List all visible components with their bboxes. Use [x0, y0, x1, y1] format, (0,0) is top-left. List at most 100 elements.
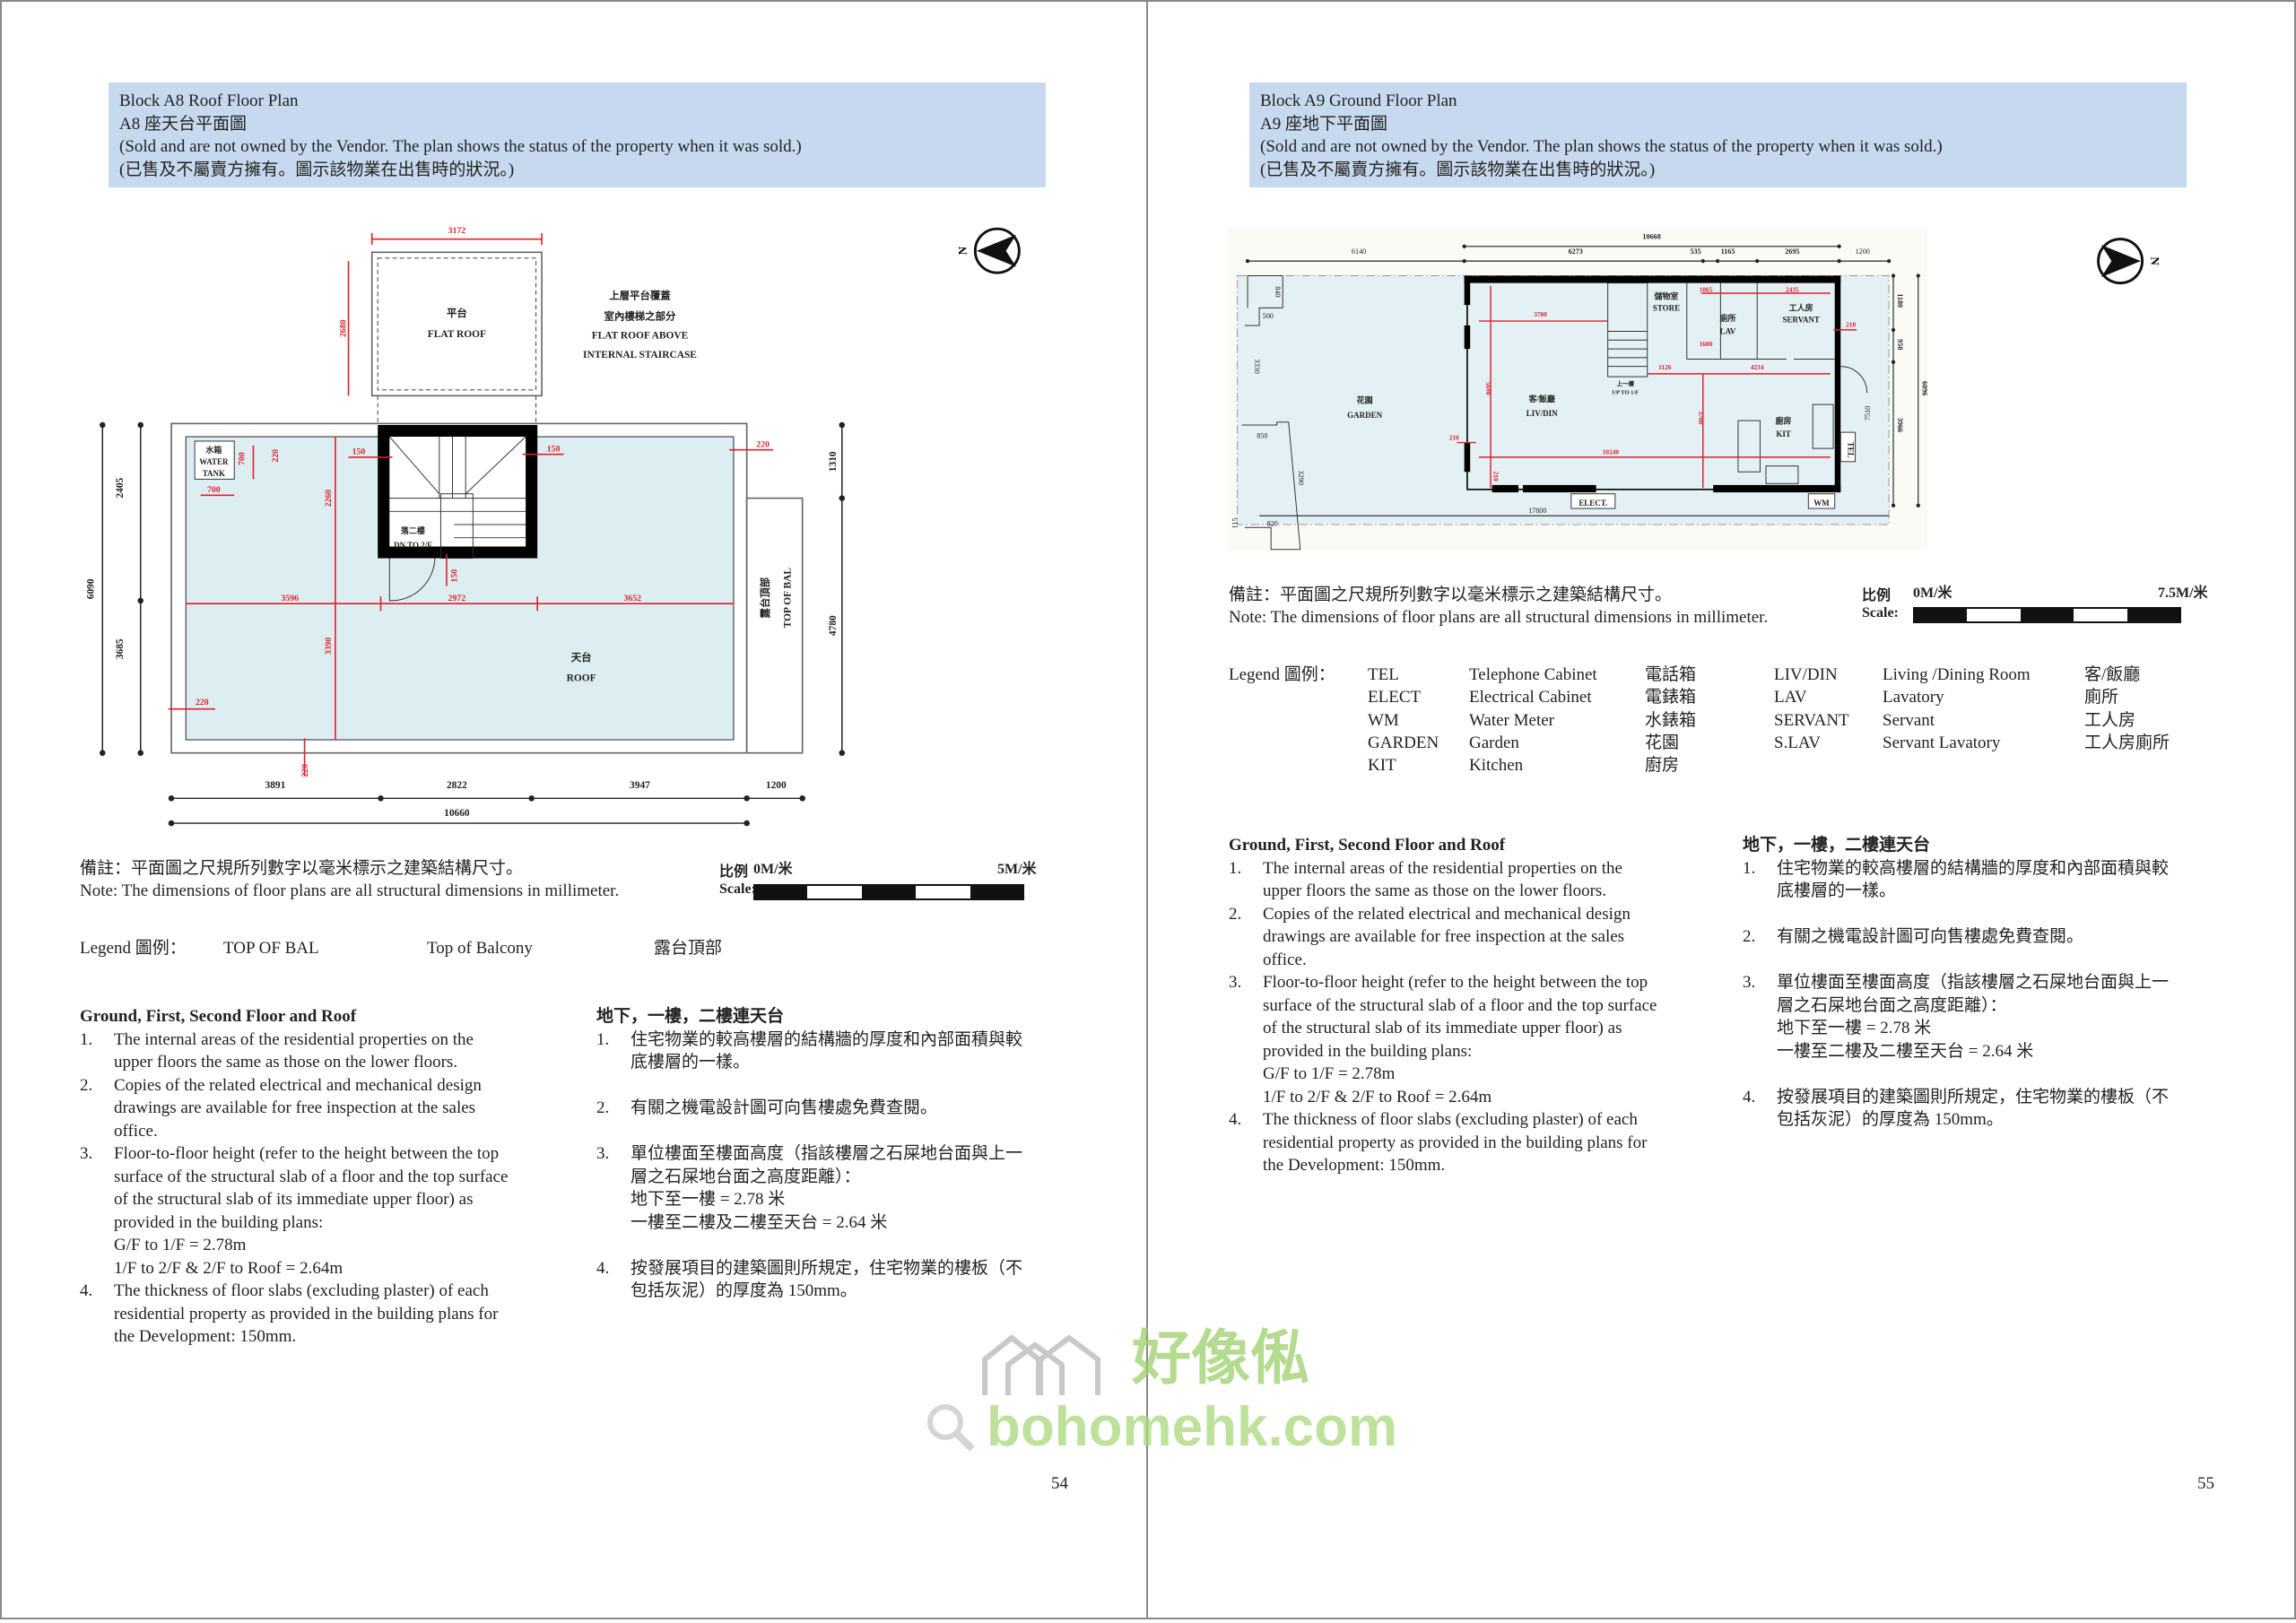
note-line: 層之石屎地台面之高度距離）： — [1777, 995, 2007, 1015]
legend-abbr: LIV/DIN — [1774, 665, 1838, 684]
note-line: 一樓至二樓及二樓至天台 = 2.64 米 — [631, 1212, 888, 1232]
note-number: 3. — [1743, 973, 1756, 992]
note-line: Floor-to-floor height (refer to the heig… — [114, 1144, 500, 1163]
legend-abbr: TEL — [1368, 665, 1399, 684]
note-line: 包括灰泥）的厚度為 150mm。 — [1777, 1110, 2004, 1129]
note-line: 按發展項目的建築圖則所規定，住宅物業的樓板（不 — [631, 1258, 1023, 1278]
sold-note-en: (Sold and are not owned by the Vendor. T… — [1260, 137, 1943, 156]
note-line: 住宅物業的較高樓層的結構牆的厚度和內部面積與較 — [1777, 858, 2170, 878]
note-line: 地下至一樓 = 2.78 米 — [631, 1190, 786, 1209]
note-item: 4. 按發展項目的建築圖則所規定，住宅物業的樓板（不包括灰泥）的厚度為 150mm… — [596, 1257, 1099, 1303]
note-line: 1/F to 2/F & 2/F to Roof = 2.64m — [114, 1258, 344, 1278]
legend-zh: 工人房 — [2084, 710, 2136, 730]
note-item: 3.Floor-to-floor height (refer to the he… — [80, 1142, 582, 1280]
watermark-domain: bohomehk.com — [987, 1396, 1398, 1458]
note-line: 單位樓面至樓面高度（指該樓層之石屎地台面與上一 — [1777, 973, 2170, 992]
legend-zh: 電錶箱 — [1645, 688, 1697, 707]
note-line: Floor-to-floor height (refer to the heig… — [1263, 973, 1648, 992]
note-number: 3. — [1229, 973, 1242, 992]
legend-abbr: WM — [1368, 710, 1399, 730]
note-line: provided in the building plans: — [114, 1212, 324, 1232]
legend-zh: 水錶箱 — [1645, 710, 1697, 730]
legend-abbr: TOP OF BAL — [223, 939, 319, 958]
note-number: 2. — [1743, 927, 1756, 946]
plan-title-zh: A9 座地下平面圖 — [1260, 114, 1387, 134]
scale-label-en: Scale: — [1862, 605, 1899, 621]
note-line: surface of the structural slab of a floo… — [1263, 995, 1657, 1015]
note-line: 地下至一樓 = 2.78 米 — [1777, 1019, 1932, 1037]
note-line: office. — [114, 1121, 158, 1141]
notes-heading: 地下，一樓，二樓連天台 — [596, 1007, 785, 1026]
note-line: surface of the structural slab of a floo… — [114, 1167, 509, 1186]
note-line: The internal areas of the residential pr… — [114, 1029, 474, 1049]
note-number: 1. — [596, 1029, 610, 1049]
legend-en: Kitchen — [1469, 756, 1524, 776]
sold-note-zh: (已售及不屬賣方擁有。圖示該物業在出售時的狀況。) — [119, 160, 515, 179]
note-line: The thickness of floor slabs (excluding … — [1263, 1110, 1638, 1129]
scale-bar — [1913, 607, 2181, 623]
note-line: 包括灰泥）的厚度為 150mm。 — [631, 1281, 857, 1300]
scale-end: 5M/米 — [997, 862, 1037, 877]
note-item: 1. The internal areas of the residential … — [80, 1028, 582, 1074]
note-line: of the structural slab of its immediate … — [114, 1190, 474, 1209]
note-number: 2. — [80, 1075, 93, 1095]
legend-abbr: KIT — [1368, 756, 1396, 776]
legend-abbr: GARDEN — [1368, 733, 1439, 752]
legend-abbr: ELECT — [1368, 688, 1422, 707]
dimension-note-en: Note: The dimensions of floor plans are … — [80, 881, 620, 900]
note-line: 住宅物業的較高樓層的結構牆的厚度和內部面積與較 — [631, 1029, 1023, 1049]
note-item: 1. 住宅物業的較高樓層的結構牆的厚度和內部面積與較底樓層的一樣。 — [596, 1028, 1099, 1074]
note-line: residential property as provided in the … — [1263, 1133, 1648, 1152]
legend-en: Water Meter — [1469, 710, 1554, 730]
note-item: 4.按發展項目的建築圖則所規定，住宅物業的樓板（不包括灰泥）的厚度為 150mm… — [1743, 1086, 2245, 1132]
legend-zh: 客/飯廳 — [2084, 665, 2141, 684]
note-line: 有關之機電設計圖可向售樓處免費查閱。 — [1777, 927, 2084, 946]
note-number: 3. — [596, 1144, 610, 1163]
legend-zh: 廚房 — [1645, 756, 1680, 776]
note-number: 4. — [596, 1258, 610, 1278]
note-line: residential property as provided in the … — [114, 1304, 499, 1324]
plan-title-en: Block A8 Roof Floor Plan — [119, 91, 299, 110]
note-number: 4. — [1743, 1087, 1756, 1107]
note-item: 2.有關之機電設計圖可向售樓處免費查閱。 — [596, 1097, 1099, 1120]
note-number: 4. — [1229, 1110, 1242, 1129]
scale-start: 0M/米 — [1913, 586, 1952, 601]
note-line: 有關之機電設計圖可向售樓處免費查閱。 — [631, 1098, 938, 1117]
note-line: 一樓至二樓及二樓至天台 = 2.64 米 — [1777, 1041, 2034, 1061]
note-line: Copies of the related electrical and mec… — [1263, 904, 1631, 924]
note-item: 3. Floor-to-floor height (refer to the he… — [1229, 971, 1731, 1108]
legend-zh: 露台頂部 — [654, 939, 723, 958]
plan-title-en: Block A9 Ground Floor Plan — [1260, 91, 1457, 110]
note-line: 層之石屎地台面之高度距離）： — [631, 1167, 861, 1186]
legend-label: Legend 圖例： — [80, 939, 187, 958]
legend-en: Top of Balcony — [427, 939, 533, 958]
note-number: 1. — [1743, 858, 1756, 878]
legend-en: Lavatory — [1883, 688, 1944, 707]
note-line: Copies of the related electrical and mec… — [114, 1075, 482, 1095]
note-number: 1. — [80, 1029, 93, 1049]
legend-en: Telephone Cabinet — [1469, 665, 1597, 684]
legend-zh: 廁所 — [2084, 688, 2119, 707]
notes-heading: Ground, First, Second Floor and Roof — [80, 1007, 357, 1026]
legend-en: Garden — [1469, 733, 1519, 752]
note-item: 3.單位樓面至樓面高度（指該樓層之石屎地台面與上一層之石屎地台面之高度距離）：地… — [596, 1142, 1099, 1234]
watermark-house-icon — [981, 1332, 1102, 1402]
legend-zh: 花園 — [1645, 733, 1680, 752]
legend-en: Living /Dining Room — [1883, 665, 2031, 684]
page-55: Block A9 Ground Floor Plan A9 座地下平面圖 (So… — [1146, 0, 2296, 1619]
note-line: The internal areas of the residential pr… — [1263, 858, 1622, 878]
note-line: The thickness of floor slabs (excluding … — [114, 1281, 489, 1300]
scale-label-zh: 比例 — [719, 864, 749, 880]
note-line: 底樓層的一樣。 — [631, 1053, 751, 1072]
note-item: 4.The thickness of floor slabs (excludin… — [80, 1280, 582, 1349]
page-54: Block A8 Roof Floor Plan A8 座天台平面圖 (Sold… — [0, 0, 1150, 1619]
dimension-note-zh: 備註：平面圖之尺規所列數字以毫米標示之建築結構尺寸。 — [1229, 586, 1673, 604]
legend-en: Servant — [1883, 710, 1935, 730]
watermark-magnifier-icon — [924, 1401, 978, 1459]
legend-abbr: S.LAV — [1774, 733, 1821, 752]
notes-zh: 地下，一樓，二樓連天台 1. 住宅物業的較高樓層的結構牆的厚度和內部面積與較底樓層的… — [596, 1005, 1099, 1325]
plan-title-box: Block A8 Roof Floor Plan A8 座天台平面圖 (Sold… — [109, 82, 1046, 187]
legend-en: Servant Lavatory — [1883, 733, 2001, 752]
note-line: provided in the building plans: — [1263, 1041, 1473, 1061]
page-number: 55 — [2197, 1474, 2214, 1493]
